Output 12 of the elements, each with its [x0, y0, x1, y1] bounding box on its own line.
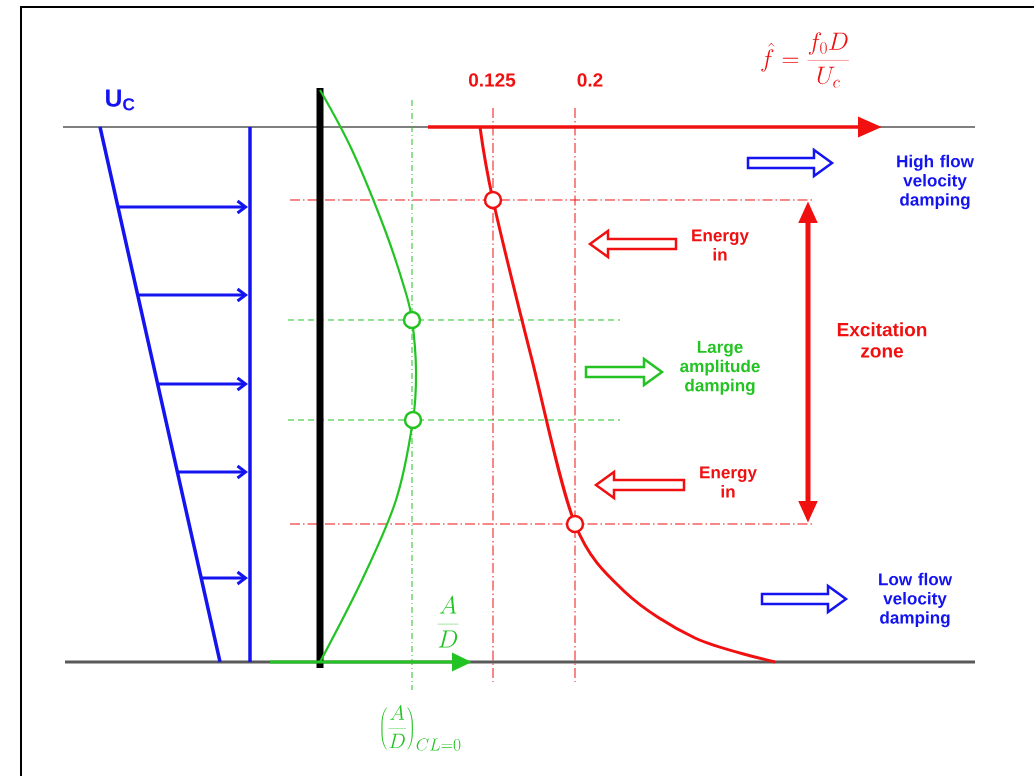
annotation-text: Large amplitude damping	[680, 341, 760, 395]
annotation-text: High flow velocity damping	[897, 154, 974, 210]
tick-label: 0.125	[469, 73, 516, 87]
annotation-text: Energy in	[700, 466, 757, 498]
annotation-text: Low flow velocity damping	[879, 572, 953, 628]
axis-label: U$_{C}$	[106, 89, 135, 111]
formula: $\hat{f}=\frac{f_{0}D}{U_{c}}$	[761, 32, 849, 88]
axis-label: $\left(\frac{A}{D}\right)_{CL=0}$	[381, 704, 461, 751]
zone-label: Excitation zone	[837, 322, 927, 358]
tick-label: 0.2	[577, 73, 603, 87]
axis-label: $\frac{A}{D}$	[437, 595, 459, 648]
annotation-text: Energy in	[692, 229, 749, 261]
